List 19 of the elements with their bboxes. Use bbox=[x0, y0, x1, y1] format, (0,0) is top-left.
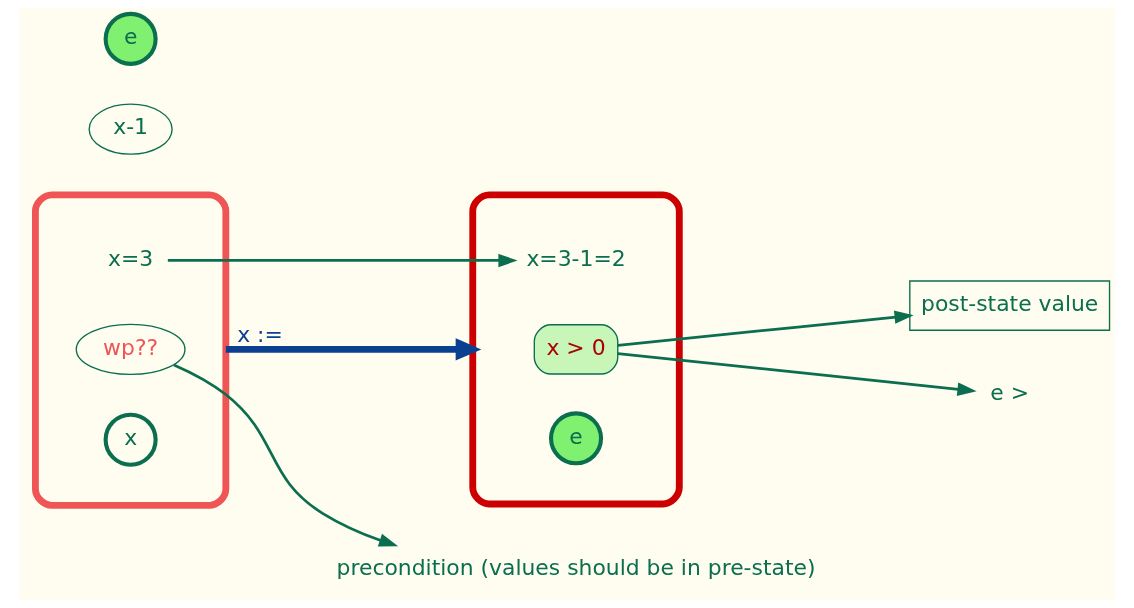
arrow bbox=[225, 338, 482, 361]
cluster bbox=[32, 191, 230, 509]
node-text: e > bbox=[990, 379, 1030, 405]
node-circle: e bbox=[549, 411, 604, 466]
edge-label: x := bbox=[237, 322, 283, 348]
node-circle: e bbox=[103, 11, 158, 66]
node-box: x > 0 bbox=[533, 324, 619, 375]
node-text: x=3-1=2 bbox=[526, 245, 626, 271]
node-circle: x bbox=[103, 412, 158, 467]
arrow bbox=[167, 253, 518, 268]
node-text: precondition (values should be in pre-state) bbox=[336, 554, 816, 580]
node-ellipse: x-1 bbox=[88, 103, 173, 155]
cluster bbox=[469, 191, 683, 508]
node-box: post-state value bbox=[909, 280, 1111, 331]
arrow bbox=[173, 363, 399, 547]
node-ellipse: wp?? bbox=[75, 323, 186, 376]
node-text: x=3 bbox=[108, 245, 154, 271]
arrow bbox=[617, 352, 977, 396]
arrow bbox=[617, 310, 914, 347]
